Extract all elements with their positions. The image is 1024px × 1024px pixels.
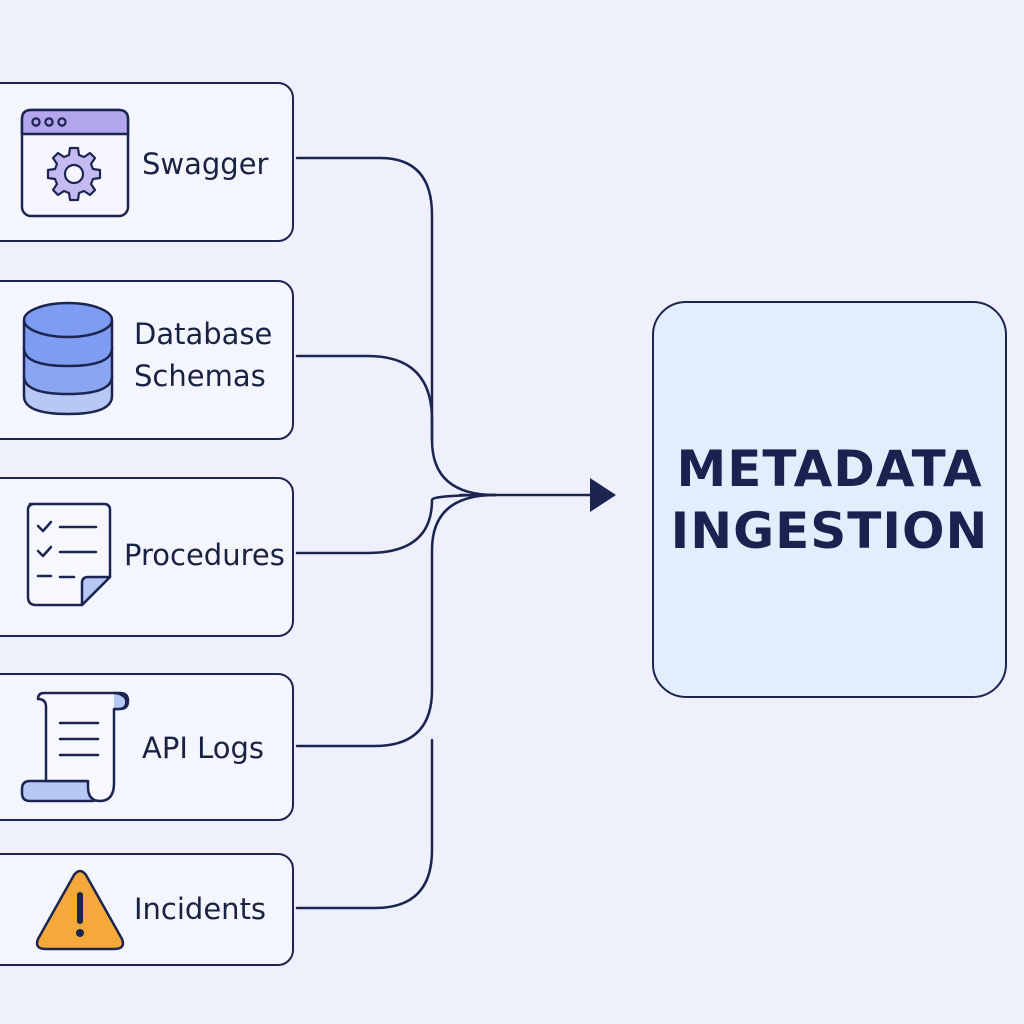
connector-incidents xyxy=(295,738,434,910)
source-card-incidents: Incidents xyxy=(0,853,294,966)
source-label-swagger: Swagger xyxy=(142,147,269,181)
connector-procedures xyxy=(295,493,497,555)
source-card-swagger: Swagger xyxy=(0,82,294,242)
source-card-api-logs: API Logs xyxy=(0,673,294,821)
target-title: METADATA INGESTION xyxy=(670,439,989,560)
metadata-ingestion-box: METADATA INGESTION xyxy=(652,301,1007,698)
source-label-database-schemas: Database Schemas xyxy=(134,317,273,393)
checklist-icon xyxy=(26,502,112,607)
source-label-incidents: Incidents xyxy=(134,892,267,926)
database-icon xyxy=(22,301,114,416)
source-card-procedures: Procedures xyxy=(0,477,294,637)
settings-window-icon xyxy=(20,108,130,218)
source-label-procedures: Procedures xyxy=(124,538,285,572)
source-label-api-logs: API Logs xyxy=(142,731,265,765)
scroll-icon xyxy=(20,691,130,803)
connector-swagger xyxy=(295,156,497,497)
arrow-head xyxy=(590,478,616,512)
warning-icon xyxy=(35,869,125,951)
connector-api-logs xyxy=(295,493,497,748)
source-card-database-schemas: Database Schemas xyxy=(0,280,294,440)
connector-database-schemas xyxy=(295,354,434,442)
